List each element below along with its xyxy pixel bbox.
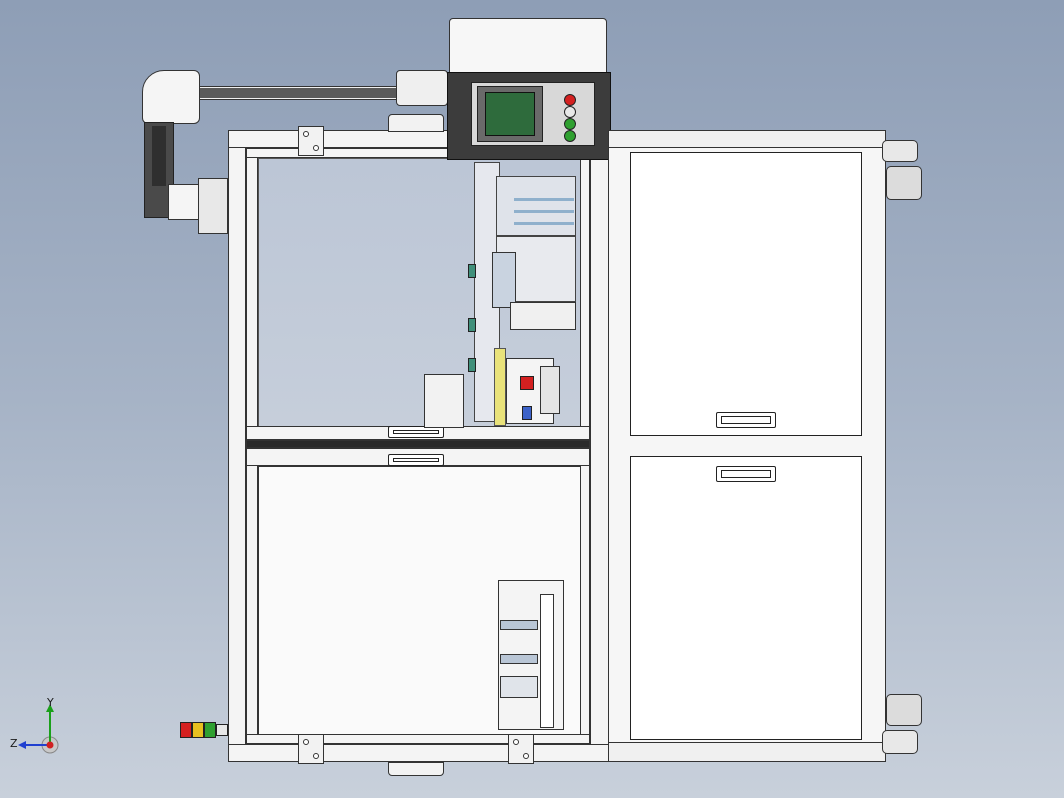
control-pod-cap — [449, 18, 607, 74]
lower-mechanism-base — [500, 676, 538, 698]
control-pod-green-button-2[interactable] — [564, 130, 576, 142]
axis-y-arrowhead — [46, 704, 54, 712]
caster-bottom — [882, 730, 918, 754]
right-cabinet — [608, 130, 886, 762]
mechanism-rail-3 — [514, 222, 574, 225]
stack-light-green — [204, 722, 216, 738]
cable-arm-horizontal-core — [198, 88, 398, 98]
top-pull-handle[interactable] — [388, 114, 444, 132]
mechanism-red-cylinder — [520, 376, 534, 390]
mechanism-upper-plate — [496, 176, 576, 236]
lower-mechanism-plate-2 — [500, 654, 538, 664]
mechanism-rail-1 — [514, 198, 574, 201]
cable-arm-elbow — [142, 70, 200, 124]
mechanism-guide-plate — [510, 302, 576, 330]
axis-z-label: Z — [10, 737, 18, 750]
frame-mid-rail-lower — [246, 440, 590, 448]
cable-arm — [138, 66, 458, 236]
leveling-foot-top — [886, 166, 922, 200]
frame-post-left — [228, 130, 246, 762]
lower-mechanism-plate-1 — [500, 620, 538, 630]
axis-triad: Y Z — [10, 696, 70, 756]
axis-triad-graphic — [18, 704, 59, 754]
control-pod-green-button-1[interactable] — [564, 118, 576, 130]
mechanism-yellow-rod — [494, 348, 506, 426]
mechanism-clamp-3 — [468, 358, 476, 372]
caster-top — [882, 140, 918, 162]
cabinet-upper-door[interactable] — [630, 152, 862, 436]
top-hinge-bracket — [298, 126, 324, 156]
mechanism-side-bracket — [540, 366, 560, 414]
stack-light — [180, 720, 228, 740]
mechanism-side-box — [424, 374, 464, 428]
right-cabinet-top-strip — [608, 130, 886, 148]
mechanism-clamp-2 — [468, 318, 476, 332]
leveling-foot-bottom — [886, 694, 922, 726]
lower-mechanism-rod — [540, 594, 554, 728]
stack-light-red — [180, 722, 192, 738]
mechanism-rail-2 — [514, 210, 574, 213]
inner-mechanism — [410, 162, 580, 430]
cable-arm-pod-coupling — [396, 70, 448, 106]
stack-light-mount — [216, 724, 228, 736]
axis-z-arrowhead — [18, 741, 26, 749]
lower-mechanism — [498, 580, 566, 734]
upper-door-handle[interactable] — [388, 426, 444, 438]
frame-bottom-rail — [228, 744, 612, 762]
cabinet-lower-door-handle[interactable] — [716, 466, 776, 482]
cable-arm-vertical-highlight — [152, 126, 166, 186]
cabinet-lower-door[interactable] — [630, 456, 862, 740]
control-pod-red-button[interactable] — [564, 94, 576, 106]
mechanism-blue-fitting — [522, 406, 532, 420]
right-cabinet-bottom-strip — [608, 742, 886, 762]
control-pod — [447, 18, 611, 160]
lower-door-handle[interactable] — [388, 454, 444, 466]
bottom-hinge-bracket-left — [298, 734, 324, 764]
cabinet-upper-door-handle[interactable] — [716, 412, 776, 428]
axis-x-dot — [46, 741, 54, 749]
mechanism-clamp-1 — [468, 264, 476, 278]
frame-bottom-rail-inner — [246, 734, 590, 744]
hmi-screen[interactable] — [485, 92, 535, 136]
mechanism-slider-block — [492, 252, 516, 308]
axis-y-label: Y — [47, 696, 54, 709]
control-pod-white-button[interactable] — [564, 106, 576, 118]
bottom-hinge-bracket-right — [508, 734, 534, 764]
cable-arm-lower-flange — [198, 178, 228, 234]
bottom-pull-handle[interactable] — [388, 762, 444, 776]
stack-light-yellow — [192, 722, 204, 738]
